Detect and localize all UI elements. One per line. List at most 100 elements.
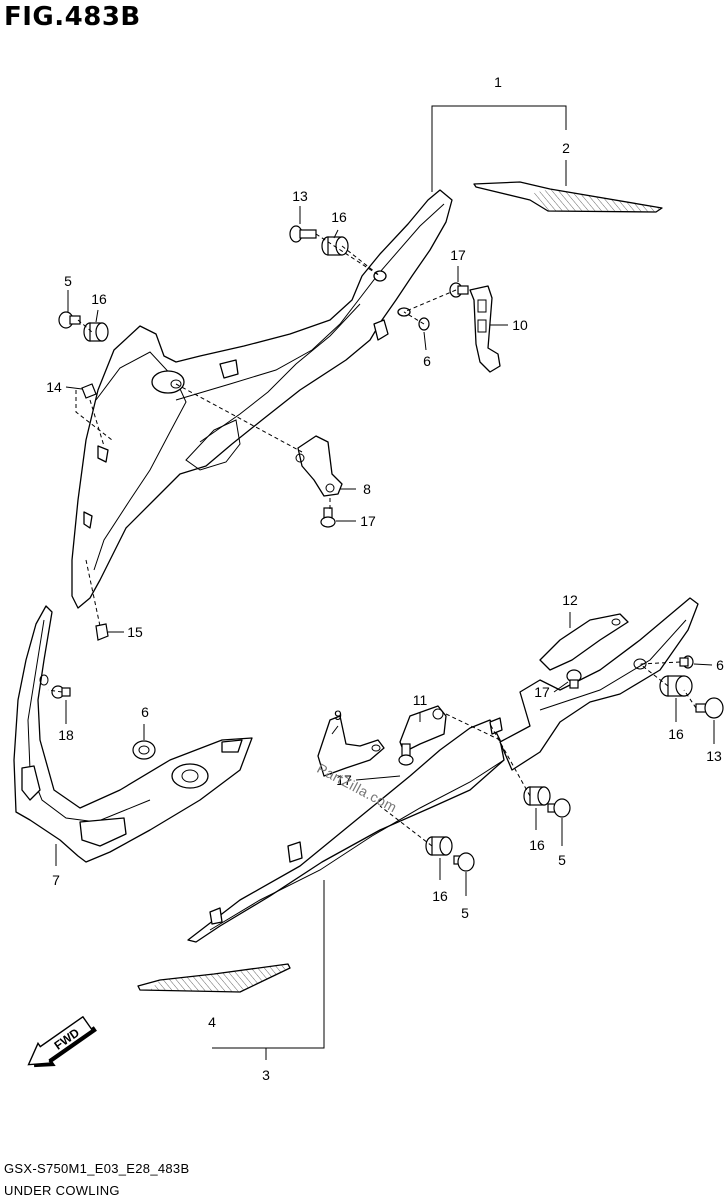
figure-title: FIG.483B bbox=[4, 2, 141, 32]
bolt-17-upper bbox=[449, 282, 469, 298]
clip-15 bbox=[95, 623, 109, 641]
under-cowling-lower-front bbox=[13, 605, 253, 863]
install-line bbox=[77, 319, 93, 333]
leader-line-6b bbox=[693, 663, 713, 666]
callout-6: 6 bbox=[141, 704, 149, 720]
install-line bbox=[47, 689, 63, 693]
install-line bbox=[175, 383, 303, 453]
bracket-10 bbox=[469, 285, 501, 373]
leader-line-17d bbox=[355, 775, 401, 781]
bracket-12 bbox=[539, 613, 629, 671]
nut-6-lower bbox=[132, 740, 156, 760]
screw-18 bbox=[51, 685, 71, 699]
cowling-mount-boss bbox=[151, 370, 185, 394]
callout-4: 4 bbox=[208, 1014, 216, 1030]
callout-12: 12 bbox=[562, 592, 578, 608]
screw-5-left bbox=[58, 311, 81, 329]
decal-lower-hatch bbox=[150, 964, 290, 992]
install-line bbox=[445, 713, 501, 741]
install-line bbox=[75, 390, 113, 441]
grommet-16-left bbox=[83, 322, 109, 342]
install-line bbox=[89, 399, 105, 447]
callout-16: 16 bbox=[529, 837, 545, 853]
under-cowling-upper-fold-line bbox=[175, 203, 445, 401]
clip-14 bbox=[81, 383, 97, 399]
callout-16: 16 bbox=[91, 291, 107, 307]
lower-side-bracket-tab bbox=[287, 841, 303, 863]
callout-17: 17 bbox=[360, 513, 376, 529]
lower-side-rib bbox=[209, 759, 505, 931]
bracket-10-slot bbox=[477, 299, 487, 313]
bracket-8-hole-2 bbox=[325, 483, 335, 493]
callout-17: 17 bbox=[336, 772, 352, 788]
screw-5-lower-b bbox=[453, 852, 475, 872]
callout-7: 7 bbox=[52, 872, 60, 888]
callout-3: 3 bbox=[262, 1067, 270, 1083]
under-cowling-upper-rib bbox=[199, 303, 361, 443]
install-line bbox=[341, 245, 381, 277]
install-line bbox=[683, 689, 697, 709]
callout-16: 16 bbox=[331, 209, 347, 225]
cowling-tab-small bbox=[373, 319, 389, 341]
lower-side-rib-2 bbox=[539, 619, 687, 711]
lower-front-vent-hole bbox=[181, 769, 199, 783]
install-line bbox=[403, 311, 425, 325]
cowling-slot-2 bbox=[83, 511, 93, 529]
bolt-17-lower bbox=[398, 743, 414, 766]
callout-6: 6 bbox=[423, 353, 431, 369]
under-cowling-lower-side bbox=[187, 719, 505, 943]
install-line bbox=[315, 233, 381, 277]
lower-front-grille bbox=[79, 817, 127, 847]
bracket-8-hole bbox=[295, 453, 305, 463]
bracket-9-hole bbox=[371, 744, 381, 752]
screw-13-right bbox=[695, 697, 724, 719]
callout-2: 2 bbox=[562, 140, 570, 156]
lower-side-rear-arm bbox=[499, 597, 699, 771]
cowling-mount-boss-hole bbox=[170, 379, 182, 389]
callout-16: 16 bbox=[668, 726, 684, 742]
callout-18: 18 bbox=[58, 727, 74, 743]
lower-front-clip-hole bbox=[39, 674, 49, 686]
install-line bbox=[639, 663, 669, 687]
callout-6: 6 bbox=[716, 657, 724, 673]
leader-line-16b bbox=[95, 309, 99, 323]
leader-line-6a bbox=[423, 331, 427, 351]
callout-9: 9 bbox=[334, 707, 342, 723]
callout-15: 15 bbox=[127, 624, 143, 640]
under-cowling-upper-inner-line bbox=[93, 351, 187, 571]
bracket-11-hole bbox=[432, 708, 444, 720]
leader-line-9 bbox=[331, 725, 339, 735]
lower-front-grille-left bbox=[21, 765, 41, 801]
lower-side-slot bbox=[489, 717, 503, 735]
callout-1: 1 bbox=[494, 74, 502, 90]
model-code: GSX-S750M1_E03_E28_483B bbox=[4, 1161, 190, 1176]
callout-5: 5 bbox=[64, 273, 72, 289]
bracket-12-hole bbox=[611, 618, 621, 626]
grommet-16-right bbox=[659, 675, 693, 697]
bracket-10-slot-2 bbox=[477, 319, 487, 333]
grommet-16-lower-a bbox=[523, 786, 551, 806]
callout-16: 16 bbox=[432, 888, 448, 904]
under-cowling-upper-rib-2 bbox=[185, 419, 241, 471]
lower-side-hole bbox=[633, 658, 647, 670]
callout-14: 14 bbox=[46, 379, 62, 395]
callout-5: 5 bbox=[461, 905, 469, 921]
install-line bbox=[85, 559, 101, 627]
callout-13: 13 bbox=[706, 748, 722, 764]
leader-line-3 bbox=[212, 880, 325, 1049]
callout-17: 17 bbox=[534, 684, 550, 700]
lower-side-bracket-tab-2 bbox=[209, 907, 223, 925]
callout-17: 17 bbox=[450, 247, 466, 263]
bolt-17-mid bbox=[320, 507, 336, 528]
lower-front-tab bbox=[221, 739, 243, 753]
leader-line-16a bbox=[333, 229, 339, 239]
grommet-16-lower-b bbox=[425, 836, 453, 856]
leader-line-1 bbox=[431, 105, 567, 160]
leader-line-14 bbox=[65, 386, 83, 390]
bolt-17-right bbox=[566, 669, 582, 689]
callout-5: 5 bbox=[558, 852, 566, 868]
install-line bbox=[403, 289, 457, 313]
leader-line-17c bbox=[553, 681, 569, 693]
cowling-tab-mid bbox=[219, 359, 239, 379]
